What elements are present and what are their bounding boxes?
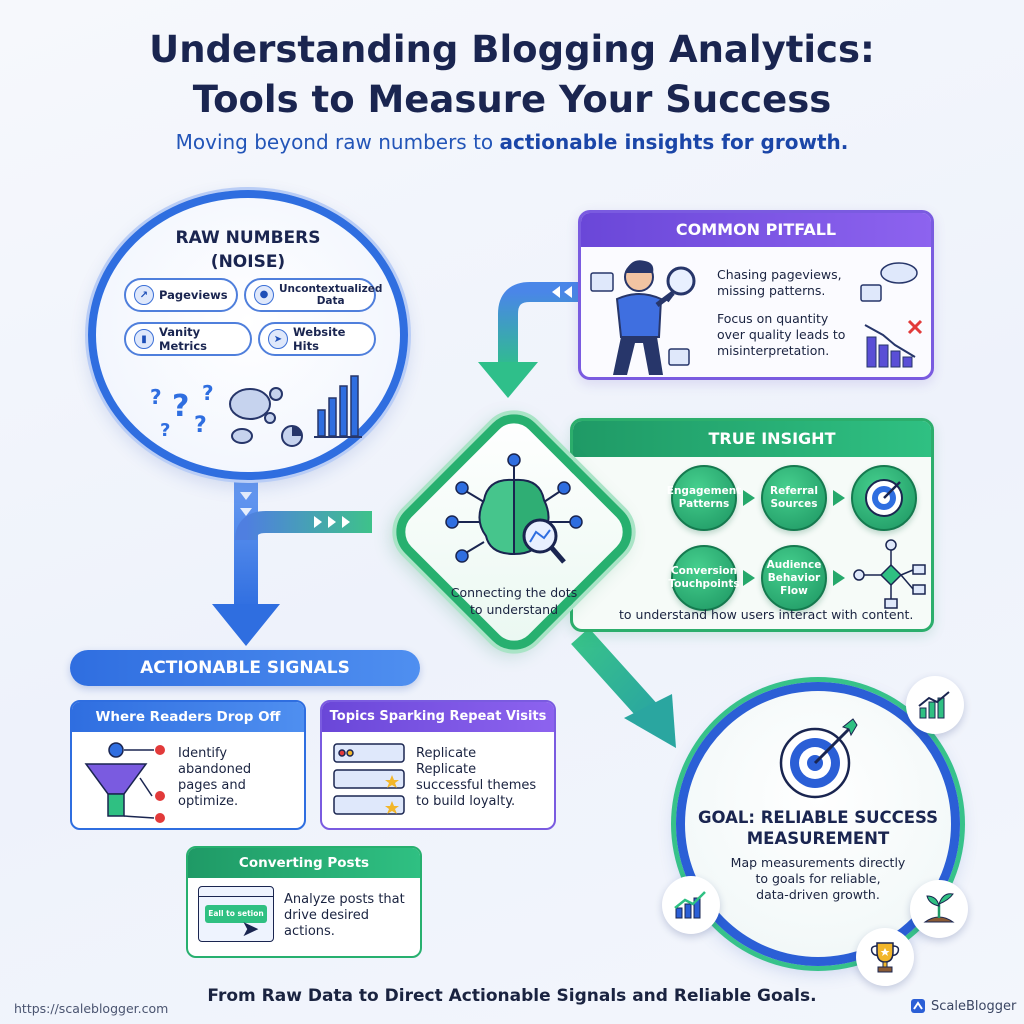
arrow-right-icon <box>833 570 845 586</box>
chip-vanity-metrics: ▮ Vanity Metrics <box>124 322 252 356</box>
footer-tagline: From Raw Data to Direct Actionable Signa… <box>207 986 817 1006</box>
common-pitfall-title: COMMON PITFALL <box>581 213 931 247</box>
trend-chart-icon <box>674 891 706 919</box>
x-mark-icon <box>907 319 923 335</box>
brain-network-icon <box>445 453 583 564</box>
raw-numbers-title: RAW NUMBERS (NOISE) <box>175 228 321 272</box>
card-title: Topics Sparking Repeat Visits <box>322 702 554 732</box>
bar-chart-icon: ▮ <box>134 329 154 349</box>
sprout-icon <box>923 893 955 923</box>
svg-text:?: ? <box>202 381 214 405</box>
chip-website-hits: ➤ Website Hits <box>258 322 376 356</box>
connecting-dots-hub: Connecting the dots to understand <box>382 400 646 664</box>
declining-bar-chart-icon <box>866 336 913 368</box>
line-chart-icon: ↗ <box>134 285 154 305</box>
common-pitfall-card: COMMON PITFALL Chasing pageviews, missin… <box>578 210 934 380</box>
photo-icon <box>590 272 690 366</box>
browser-window-icon: Eall to setion ➤ <box>198 886 274 942</box>
arrow-raw-to-signals <box>212 480 280 646</box>
page-title-line-1: Understanding Blogging Analytics: <box>149 28 875 71</box>
noise-illustration: ? ? ? ? ? <box>150 375 362 447</box>
hub-text: Connecting the dots to understand <box>450 585 578 617</box>
svg-text:?: ? <box>194 413 207 438</box>
magnifier-icon <box>665 266 696 303</box>
list-star-icon <box>333 743 405 815</box>
svg-text:?: ? <box>150 385 162 409</box>
chip-pageviews: ↗ Pageviews <box>124 278 238 312</box>
trophy-icon <box>870 942 900 973</box>
arrow-right-icon <box>833 490 845 506</box>
cursor-icon: ➤ <box>268 329 288 349</box>
trophy-badge <box>856 928 914 986</box>
pitfall-text-2: Focus on quantity over quality leads to … <box>717 311 846 358</box>
footer-url[interactable]: https://scaleblogger.com <box>14 1001 169 1016</box>
page-title-line-2: Tools to Measure Your Success <box>192 78 832 121</box>
pie-chart-icon <box>281 425 303 447</box>
raw-numbers-circle: RAW NUMBERS (NOISE) ↗ Pageviews ● Uncont… <box>88 190 408 480</box>
card-topics-sparking-repeat-visits: Topics Sparking Repeat Visits Replicate … <box>320 700 556 830</box>
arrow-right-icon <box>743 490 755 506</box>
person-body <box>615 293 663 338</box>
call-to-action-button: Eall to setion <box>205 905 267 923</box>
arrow-hub-to-goal <box>571 627 676 748</box>
people-icon: ● <box>254 285 274 305</box>
pitfall-text-1: Chasing pageviews, missing patterns. <box>717 267 842 298</box>
card-body: Identify abandoned pages and optimize. <box>178 746 252 809</box>
actionable-signals-title: ACTIONABLE SIGNALS <box>70 650 420 686</box>
card-title: Converting Posts <box>188 848 420 878</box>
cloud-icon <box>860 262 918 302</box>
svg-text:?: ? <box>160 420 170 441</box>
page-subtitle: Moving beyond raw numbers to actionable … <box>175 130 849 154</box>
card-body: Analyze posts that drive desired actions… <box>284 892 405 939</box>
confused-person-illustration <box>590 260 696 375</box>
goal-title: GOAL: RELIABLE SUCCESS MEASUREMENT <box>697 808 939 848</box>
card-title: Where Readers Drop Off <box>72 702 304 732</box>
flow-diagram-icon <box>853 539 926 609</box>
goal-description: Map measurements directly to goals for r… <box>730 855 906 902</box>
question-marks-icon: ? ? ? ? ? <box>150 381 214 441</box>
card-where-readers-drop-off: Where Readers Drop Off Identify abandone… <box>70 700 306 830</box>
blob-icon <box>229 387 283 444</box>
target-icon <box>865 479 903 517</box>
trend-chart-badge <box>662 876 720 934</box>
arrow-raw-to-hub <box>235 511 372 541</box>
card-converting-posts: Converting Posts Eall to setion ➤ Analyz… <box>186 846 422 958</box>
target-bubble <box>851 465 917 531</box>
card-body: Replicate Replicate successful themes to… <box>416 746 537 809</box>
brand-logo: ScaleBlogger <box>910 998 1016 1014</box>
true-insight-title: TRUE INSIGHT <box>573 421 931 457</box>
funnel-icon <box>84 742 165 823</box>
insight-caption: to understand how users interact with co… <box>619 607 914 622</box>
sprout-badge <box>910 880 968 938</box>
growth-chart-icon <box>918 691 950 719</box>
scaleblogger-logo-icon <box>911 999 925 1013</box>
arrow-pitfall-to-hub <box>478 282 578 398</box>
growth-chart-badge <box>906 676 964 734</box>
declining-chart-illustration <box>860 262 923 368</box>
svg-text:?: ? <box>172 389 189 424</box>
cursor-icon: ➤ <box>241 917 260 942</box>
bar-chart-icon <box>314 375 362 438</box>
target-icon <box>779 718 858 799</box>
magnifier-icon <box>522 518 566 564</box>
arrow-right-icon <box>743 570 755 586</box>
